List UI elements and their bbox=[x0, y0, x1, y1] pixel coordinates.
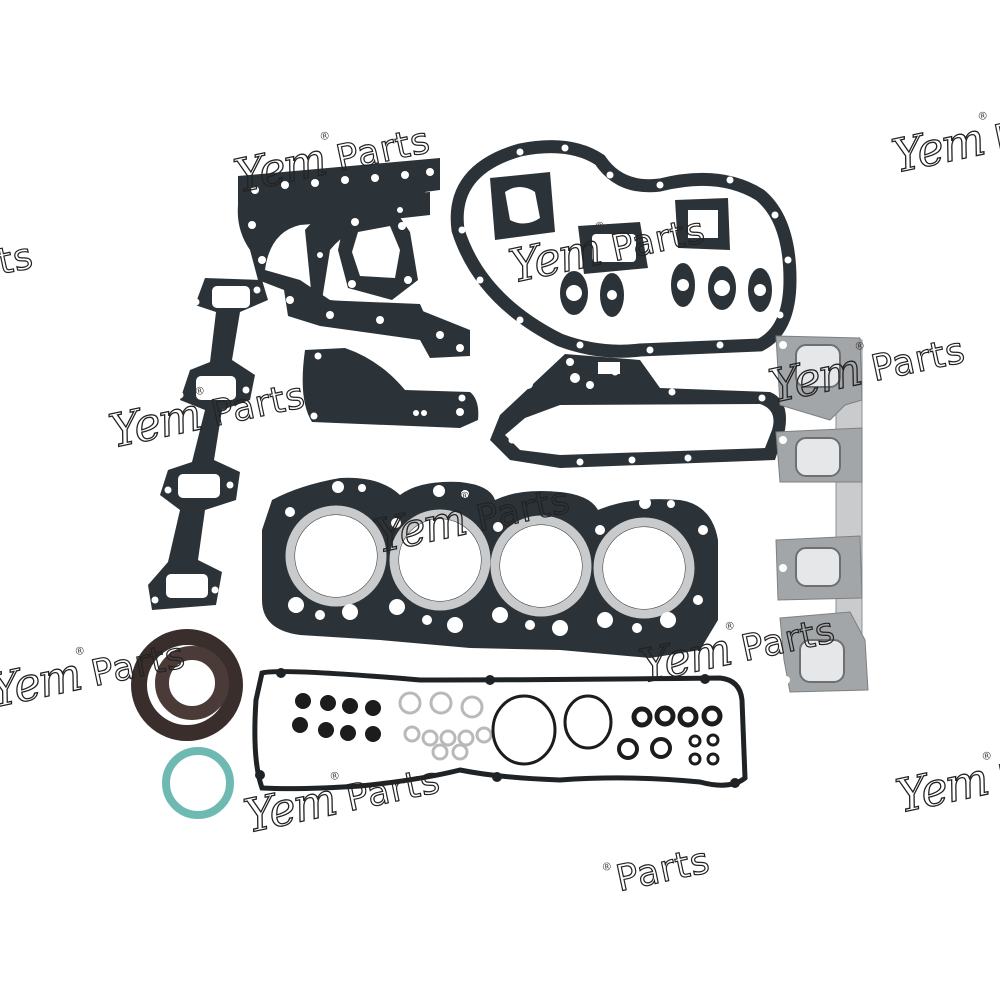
crankshaft-oil-seals bbox=[131, 629, 243, 741]
intake-manifold-gasket bbox=[148, 278, 268, 610]
exhaust-pipe-ring bbox=[162, 747, 234, 819]
clear-washers bbox=[398, 691, 493, 761]
exhaust-manifold-gasket bbox=[775, 335, 869, 693]
valve-stem-seals bbox=[292, 693, 381, 742]
cylinder-head-gasket bbox=[262, 477, 718, 658]
side-cover-gasket bbox=[490, 354, 786, 468]
side-plate-gasket bbox=[302, 348, 479, 428]
large-o-rings bbox=[491, 694, 613, 766]
valve-cover-gasket bbox=[252, 668, 748, 792]
small-o-rings bbox=[617, 705, 723, 766]
timing-gear-case-gasket bbox=[450, 140, 797, 358]
timing-cover-gasket-left bbox=[237, 158, 470, 358]
oil-pump-cover-gasket bbox=[338, 210, 418, 300]
